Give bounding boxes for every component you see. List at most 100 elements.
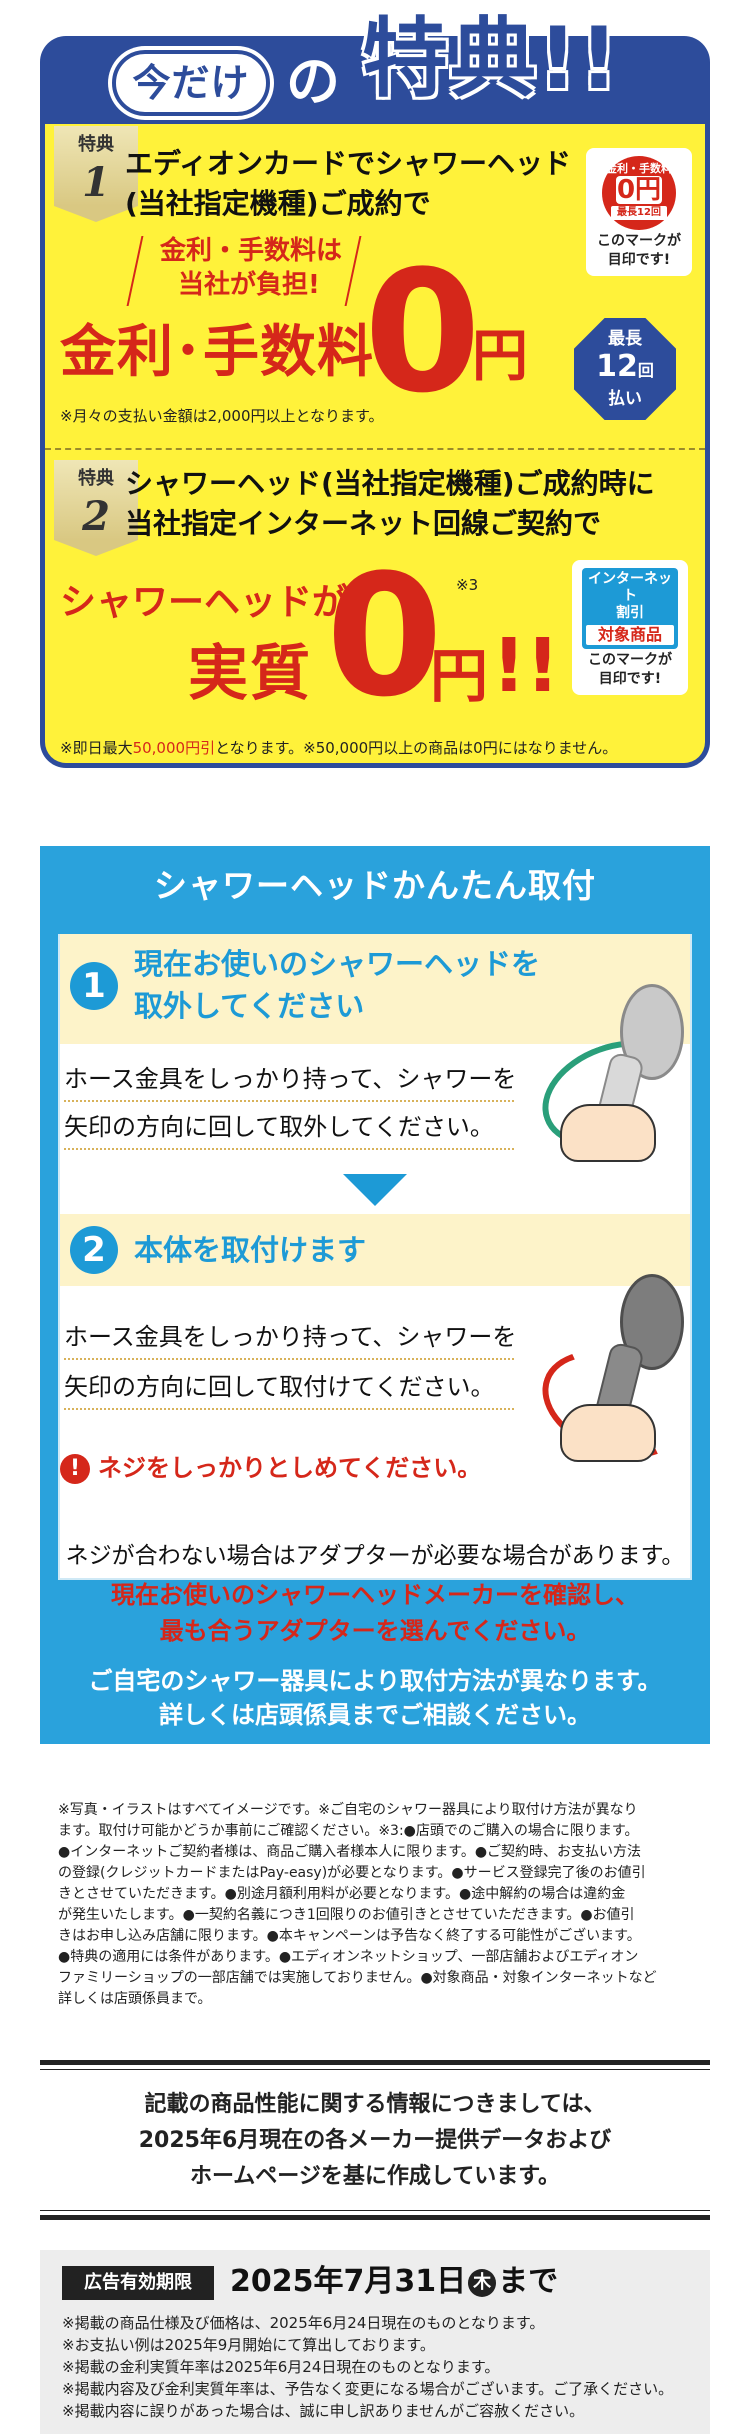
title-now-badge: 今だけ bbox=[112, 50, 270, 116]
warning-icon: ! bbox=[60, 1454, 90, 1484]
footnote-line: ます。取付け可能かどうか事前にご確認ください。※3:●店頭でのご購入の場合に限り… bbox=[58, 1823, 639, 1839]
net-caption-2: 目印です! bbox=[598, 671, 662, 687]
benefits-header: 今だけ の bbox=[40, 36, 710, 124]
benefit-2-badge: 特典 2 bbox=[54, 460, 138, 540]
net-mark-caption: このマークが 目印です! bbox=[572, 651, 688, 695]
benefit-1-yen: 円 bbox=[472, 324, 528, 389]
benefit-2-note-b: となります。※50,000円以上の商品は0円にはなりません。 bbox=[215, 739, 618, 757]
adapter-note: ネジが合わない場合はアダプターが必要な場合があります。 bbox=[65, 1543, 685, 1569]
net-tag-target: 対象商品 bbox=[586, 625, 674, 645]
step-2-illustration bbox=[527, 1264, 703, 1477]
benefit-2-yen: 円 bbox=[430, 642, 489, 710]
benefit-1-zero: 0 bbox=[364, 234, 481, 430]
zero-interest-seal: 金利・手数料 0円 最長12回 bbox=[602, 156, 676, 230]
benefit-2-line-2: 当社指定インターネット回線ご契約で bbox=[125, 507, 602, 540]
benefit-1-red-line-2: 当社が負担! bbox=[178, 270, 320, 300]
benefit-2-footnote-ref: ※3 bbox=[456, 576, 479, 594]
validity-note: ※掲載の商品仕様及び価格は、2025年6月24日現在のものとなります。 bbox=[62, 2314, 545, 2332]
step-2-heading-bg bbox=[60, 1214, 690, 1286]
validity-note: ※掲載の金利実質年率は2025年6月24日現在のものとなります。 bbox=[62, 2358, 500, 2376]
net-tag-line-2: 割引 bbox=[616, 605, 644, 621]
adapter-warning-2: 最も合うアダプターを選んでください。 bbox=[159, 1617, 591, 1645]
performance-line-3: ホームページを基に作成しています。 bbox=[189, 2164, 561, 2189]
octagon-number: 12 bbox=[596, 349, 638, 384]
step-2-title: 本体を取付けます bbox=[134, 1233, 367, 1267]
hand-icon bbox=[560, 1404, 656, 1462]
benefit-2-line-1: シャワーヘッド(当社指定機種)ご成約時に bbox=[125, 467, 655, 500]
weekday-badge: 木 bbox=[468, 2268, 497, 2297]
benefit-1-line-2: (当社指定機種)ご成約で bbox=[125, 187, 431, 220]
adapter-warning-1: 現在お使いのシャワーヘッドメーカーを確認し、 bbox=[111, 1581, 639, 1609]
install-footer-2: 詳しくは店頭係員までご相談ください。 bbox=[159, 1701, 591, 1729]
internet-discount-tag: インターネット 割引 対象商品 bbox=[582, 568, 678, 649]
validity-date-main: 2025年7月31日 bbox=[230, 2264, 467, 2299]
step-1-text-2: 矢印の方向に回して取外してください。 bbox=[64, 1113, 494, 1141]
step-2-text-2: 矢印の方向に回して取付けてください。 bbox=[64, 1373, 495, 1401]
step-2-text-1: ホース金具をしっかり持って、シャワーを bbox=[64, 1323, 517, 1351]
octagon-unit: 回 bbox=[637, 361, 654, 380]
step-1-title-2: 取外してください bbox=[134, 989, 365, 1023]
validity-box: 広告有効期限 2025年7月31日木まで ※掲載の商品仕様及び価格は、2025年… bbox=[40, 2250, 710, 2434]
install-title: シャワーヘッドかんたん取付 bbox=[154, 866, 596, 905]
step-1-illustration bbox=[527, 984, 703, 1167]
validity-note: ※お支払い例は2025年9月開始にて算出しております。 bbox=[62, 2336, 435, 2354]
benefit-2-note: ※即日最大50,000円引となります。※50,000円以上の商品は0円にはなりま… bbox=[60, 738, 617, 758]
footnote-line: きはお申し込み店舗に限ります。●本キャンペーンは予告なく終了する可能性がございま… bbox=[58, 1928, 641, 1944]
step-1-separator bbox=[64, 1100, 514, 1102]
benefit-1-line-1: エディオンカードでシャワーヘッド bbox=[125, 147, 572, 180]
step-1-text-1: ホース金具をしっかり持って、シャワーを bbox=[64, 1065, 517, 1093]
step-2-separator-2 bbox=[64, 1408, 514, 1410]
hand-icon bbox=[560, 1104, 656, 1162]
footnotes: ※写真・イラストはすべてイメージです。※ご自宅のシャワー器具により取付け方法が異… bbox=[58, 1800, 698, 2010]
validity-note: ※掲載内容及び金利実質年率は、予告なく変更になる場合がございます。ご了承ください… bbox=[62, 2380, 674, 2398]
benefit-1-note: ※月々の支払い金額は2,000円以上となります。 bbox=[60, 407, 384, 425]
benefit-1-fee-heading: 金利･手数料 bbox=[60, 320, 374, 385]
octagon-line-1: 最長 bbox=[608, 329, 642, 349]
benefit-2-red-line-1: シャワーヘッドが bbox=[60, 582, 349, 623]
footnote-line: が発生いたします。●一契約名義につき1回限りのお値引きとさせていただきます。●お… bbox=[58, 1907, 635, 1923]
benefit-2-red-line-2: 実質 bbox=[188, 639, 312, 709]
mark-caption: このマークが 目印です! bbox=[586, 232, 692, 276]
footnote-line: きとさせていただきます。●別途月額利用料が必要となります。●途中解約の場合は違約… bbox=[58, 1886, 626, 1902]
validity-date: 2025年7月31日木まで bbox=[230, 2256, 558, 2308]
footnote-line: 詳しくは店頭係員まで。 bbox=[58, 1991, 212, 2007]
benefit-badge-label: 特典 bbox=[78, 134, 114, 155]
mark-caption-1: このマークが bbox=[597, 233, 681, 249]
benefit-1-ribbon bbox=[54, 206, 138, 222]
down-arrow-icon bbox=[343, 1174, 407, 1206]
validity-note: ※掲載内容に誤りがあった場合は、誠に申し訳ありませんがご容赦ください。 bbox=[62, 2402, 585, 2420]
step-2-number: 2 bbox=[70, 1226, 118, 1274]
mark-caption-2: 目印です! bbox=[607, 252, 671, 268]
benefits-panel: 今だけ の 特典!! bbox=[40, 8, 710, 768]
step-2-separator bbox=[64, 1358, 514, 1360]
benefit-badge-number: 2 bbox=[82, 493, 110, 540]
benefit-badge-number: 1 bbox=[82, 159, 110, 206]
performance-line-1: 記載の商品性能に関する情報につきましては、 bbox=[144, 2092, 606, 2117]
octagon-line-2: 12回 bbox=[574, 350, 676, 388]
seal-zero-text: 0円 bbox=[616, 175, 662, 205]
max-12-payments-badge: 最長 12回 払い bbox=[574, 318, 676, 420]
performance-notice: 記載の商品性能に関する情報につきましては、 2025年6月現在の各メーカー提供デ… bbox=[40, 2060, 710, 2220]
benefit-1-badge: 特典 1 bbox=[54, 126, 138, 206]
internet-discount-mark: インターネット 割引 対象商品 このマークが 目印です! bbox=[572, 560, 688, 695]
validity-label: 広告有効期限 bbox=[62, 2266, 214, 2300]
step-1-separator-2 bbox=[64, 1148, 514, 1150]
benefit-2-ribbon bbox=[54, 540, 138, 556]
net-caption-1: このマークが bbox=[588, 652, 672, 668]
zero-interest-mark: 金利・手数料 0円 最長12回 このマークが 目印です! bbox=[586, 148, 692, 276]
footnote-line: ●特典の適用には条件があります。●エディオンネットショップ、一部店舗およびエディ… bbox=[58, 1949, 639, 1965]
validity-date-suffix: まで bbox=[498, 2264, 559, 2299]
install-footer-1: ご自宅のシャワー器具により取付方法が異なります。 bbox=[88, 1667, 662, 1695]
benefit-badge-label: 特典 bbox=[78, 468, 114, 489]
footnote-line: の登録(クレジットカードまたはPay-easy)が必要となります。●サービス登録… bbox=[58, 1865, 646, 1881]
install-footer: ご自宅のシャワー器具により取付方法が異なります。 詳しくは店頭係員までご相談くだ… bbox=[40, 1664, 710, 1732]
benefit-2-zero: 0 bbox=[326, 538, 443, 734]
performance-line-2: 2025年6月現在の各メーカー提供データおよび bbox=[138, 2128, 612, 2153]
benefit-2-note-red: 50,000円引 bbox=[132, 739, 216, 757]
footnote-line: ※写真・イラストはすべてイメージです。※ご自宅のシャワー器具により取付け方法が異… bbox=[58, 1802, 638, 1818]
title-particle: の bbox=[286, 50, 340, 113]
benefit-1-red-line-1: 金利・手数料は bbox=[160, 236, 343, 266]
benefit-2-exclamation: !! bbox=[492, 623, 560, 709]
seal-top-text: 金利・手数料 bbox=[606, 162, 672, 175]
